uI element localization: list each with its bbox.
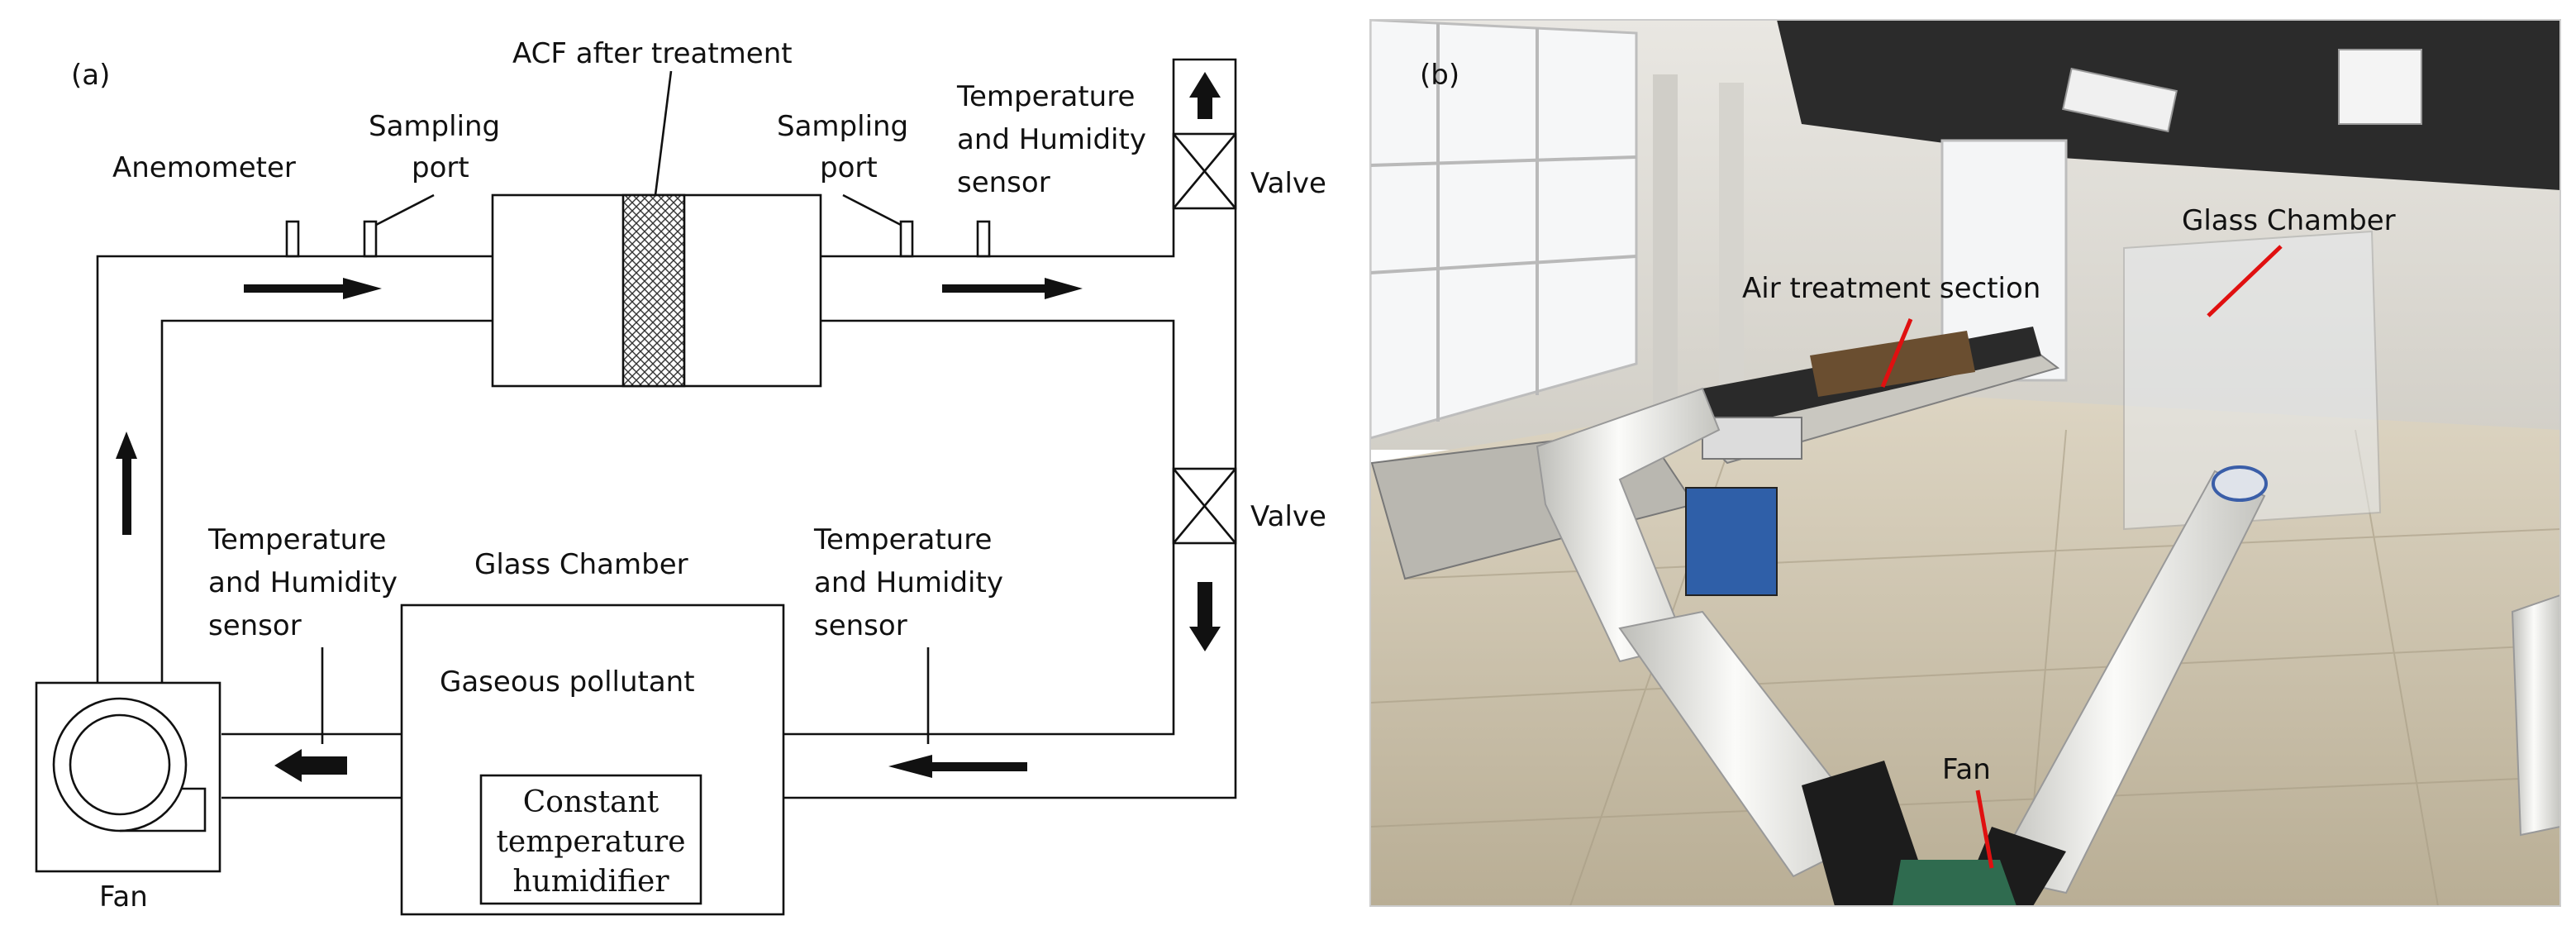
glass-chamber-photo — [2123, 230, 2382, 531]
label-th-right-3: sensor — [814, 609, 907, 642]
photo-window-left — [1370, 20, 1638, 440]
sampling-port-left-leader — [375, 193, 435, 227]
pipe-right-end — [2212, 465, 2268, 502]
label-humidifier-3: humidifier — [512, 865, 669, 899]
photo-label-glass-chamber: Glass Chamber — [2182, 204, 2396, 237]
fan-housing — [35, 681, 221, 873]
sampling-port-right-leader — [842, 193, 902, 227]
photo-label-air-treatment: Air treatment section — [1742, 272, 2040, 305]
arrow-left-chamber — [274, 749, 347, 782]
pipe-bend-left — [1536, 387, 1721, 663]
label-sampling-port-left-2: port — [412, 151, 469, 184]
humidifier-box — [479, 774, 702, 905]
valve-middle — [1172, 467, 1237, 545]
label-valve-top: Valve — [1250, 167, 1326, 200]
arrow-left-bottom — [888, 755, 1027, 778]
label-th-left-1: Temperature — [207, 523, 386, 556]
duct-chamber-fan — [221, 732, 402, 799]
control-box — [1685, 487, 1778, 596]
label-valve-mid: Valve — [1250, 500, 1326, 533]
valve-top — [1172, 132, 1237, 210]
arrow-up-top — [1189, 72, 1221, 119]
label-sampling-port-right-2: port — [820, 151, 878, 184]
label-anemometer: Anemometer — [112, 151, 296, 184]
wall-pipe-2 — [1719, 83, 1744, 413]
label-sampling-port-left: Sampling — [369, 110, 500, 143]
wall-pipe — [1653, 74, 1678, 422]
label-gaseous-pollutant: Gaseous pollutant — [440, 665, 695, 699]
label-th-right-1: Temperature — [813, 523, 992, 556]
air-treatment-pointer — [1880, 318, 1913, 388]
window-frames — [1370, 23, 1637, 422]
arrow-down-right — [1189, 582, 1221, 651]
label-th-top-2: and Humidity — [957, 123, 1146, 156]
arrow-right-left-duct — [244, 278, 382, 299]
panel-a-label: (a) — [71, 59, 110, 92]
label-humidifier-2: temperature — [496, 825, 685, 859]
arrow-right-right-duct — [942, 278, 1083, 299]
label-th-right-2: and Humidity — [814, 566, 1003, 599]
acf-filter — [621, 193, 686, 388]
schematic-panel — [35, 58, 1237, 916]
ceiling-light-1 — [2338, 49, 2422, 125]
sampling-port-left — [363, 220, 378, 258]
label-th-left-2: and Humidity — [208, 566, 398, 599]
ceiling-light-2 — [2062, 67, 2178, 133]
label-fan: Fan — [99, 880, 148, 914]
label-sampling-port-right: Sampling — [777, 110, 908, 143]
glass-chamber-pointer — [2207, 245, 2283, 317]
schematic-labels: (a) Anemometer Sampling port ACF after t… — [71, 37, 1326, 914]
photo-labels: (b) Glass Chamber Air treatment section … — [1420, 59, 2396, 786]
label-th-top-3: sensor — [957, 166, 1050, 199]
photo-annotations — [1880, 245, 2283, 869]
label-humidifier-1: Constant — [523, 785, 659, 819]
label-th-top-1: Temperature — [956, 80, 1135, 113]
pipe-far-right — [2511, 594, 2560, 837]
photo-label-fan: Fan — [1942, 753, 1991, 786]
fan-pointer — [1975, 790, 1994, 869]
acf-leader-line — [654, 70, 673, 196]
label-glass-chamber: Glass Chamber — [474, 548, 688, 581]
glass-chamber-box — [400, 603, 785, 916]
label-th-left-3: sensor — [208, 609, 302, 642]
photo-panel: (b) Glass Chamber Air treatment section … — [1370, 20, 2560, 906]
control-box-top — [1702, 417, 1802, 460]
fan-photo-body — [1893, 860, 2017, 906]
arrow-up-left — [116, 432, 137, 535]
anemometer-probe — [285, 220, 300, 258]
photo-frame — [1369, 19, 2561, 907]
flow-arrows — [116, 72, 1221, 782]
photo-panel-label: (b) — [1420, 59, 1459, 92]
sampling-port-right — [899, 220, 914, 258]
label-acf: ACF after treatment — [512, 37, 793, 70]
th-sensor-top — [976, 220, 991, 258]
duct-outer — [96, 58, 1237, 799]
